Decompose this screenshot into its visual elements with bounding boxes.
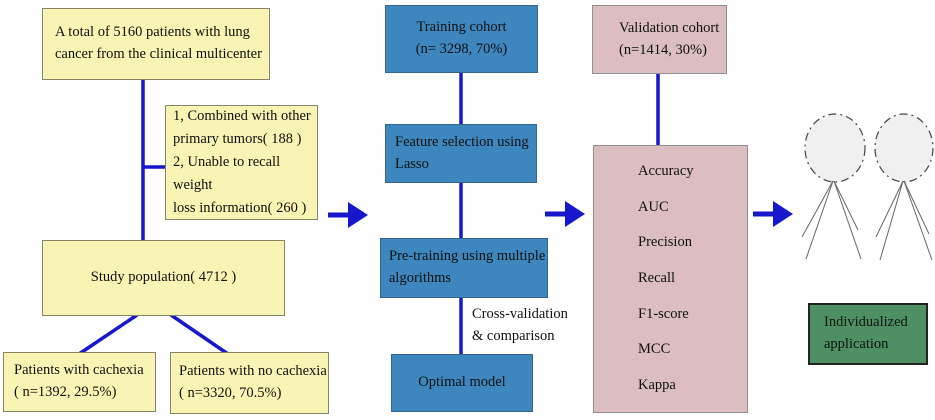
total-patients-line: A total of 5160 patients with lung bbox=[55, 24, 250, 41]
metric-f1-score: F1-score bbox=[638, 305, 689, 322]
training-cohort-line: (n= 3298, 70%) bbox=[415, 41, 508, 57]
metric-auc: AUC bbox=[638, 198, 669, 215]
training-cohort-box: Training cohort (n= 3298, 70%) bbox=[385, 5, 538, 73]
connector-study-to-cachexia bbox=[78, 313, 138, 356]
exclusion-line: 2, Unable to recall weight bbox=[173, 154, 281, 193]
connector-group bbox=[78, 73, 660, 356]
arrow-middle-to-right-icon bbox=[545, 201, 585, 227]
evaluation-metrics-box: Accuracy AUC Precision Recall F1-score M… bbox=[593, 145, 748, 413]
metric-recall: Recall bbox=[638, 270, 676, 287]
exclusion-line: primary tumors( 188 ) bbox=[173, 131, 302, 148]
application-line: application bbox=[824, 336, 889, 352]
figure-2-legs-icon bbox=[875, 180, 933, 261]
figure-1-legs-icon bbox=[801, 180, 862, 260]
feature-selection-line: Lasso bbox=[395, 155, 429, 172]
optimal-model-label: Optimal model bbox=[418, 374, 506, 391]
validation-cohort-line: Validation cohort bbox=[619, 19, 720, 36]
metric-accuracy: Accuracy bbox=[638, 162, 694, 179]
figure-1-head-icon bbox=[804, 113, 866, 183]
cross-validation-label: Cross-validation & comparison bbox=[472, 303, 592, 348]
individualized-application-box: Individualized application bbox=[808, 303, 928, 365]
exclusion-line: loss information( 260 ) bbox=[173, 199, 307, 216]
exclusion-criteria-box: 1, Combined with other primary tumors( 1… bbox=[165, 105, 318, 220]
validation-cohort-box: Validation cohort (n=1414, 30%) bbox=[592, 5, 727, 74]
arrow-left-to-middle-icon bbox=[328, 202, 368, 228]
cachexia-line: Patients with cachexia bbox=[14, 362, 144, 379]
feature-selection-line: Feature selection using bbox=[395, 133, 529, 150]
feature-selection-box: Feature selection using Lasso bbox=[385, 124, 537, 183]
training-cohort-line: Training cohort bbox=[416, 19, 507, 36]
study-population-box: Study population( 4712 ) bbox=[42, 240, 285, 316]
arrow-right-to-figures-icon bbox=[753, 201, 793, 227]
total-patients-box: A total of 5160 patients with lung cance… bbox=[42, 8, 270, 80]
metric-mcc: MCC bbox=[638, 341, 671, 358]
cross-validation-line: & comparison bbox=[472, 328, 555, 345]
validation-cohort-line: (n=1414, 30%) bbox=[619, 41, 707, 58]
cross-validation-line: Cross-validation bbox=[472, 306, 568, 322]
pretraining-line: algorithms bbox=[389, 270, 452, 286]
optimal-model-box: Optimal model bbox=[391, 354, 533, 412]
total-patients-line: cancer from the clinical multicenter bbox=[55, 46, 262, 62]
no-cachexia-patients-box: Patients with no cachexia ( n=3320, 70.5… bbox=[170, 352, 329, 414]
exclusion-line: 1, Combined with other bbox=[173, 108, 311, 125]
study-population-label: Study population( 4712 ) bbox=[90, 269, 237, 286]
figure-2-head-icon bbox=[874, 113, 934, 183]
pretraining-line: Pre-training using multiple bbox=[389, 248, 546, 265]
patient-figures bbox=[801, 113, 934, 261]
no-cachexia-line: Patients with no cachexia bbox=[179, 363, 327, 380]
connector-study-to-nocachexia bbox=[170, 313, 229, 356]
application-line: Individualized bbox=[824, 314, 908, 331]
metric-kappa: Kappa bbox=[638, 377, 676, 394]
cachexia-line: ( n=1392, 29.5%) bbox=[14, 384, 117, 400]
no-cachexia-line: ( n=3320, 70.5%) bbox=[179, 385, 282, 401]
metric-precision: Precision bbox=[638, 234, 692, 251]
pretraining-box: Pre-training using multiple algorithms bbox=[380, 238, 548, 298]
flow-arrows bbox=[328, 201, 793, 228]
cachexia-patients-box: Patients with cachexia ( n=1392, 29.5%) bbox=[3, 352, 156, 412]
